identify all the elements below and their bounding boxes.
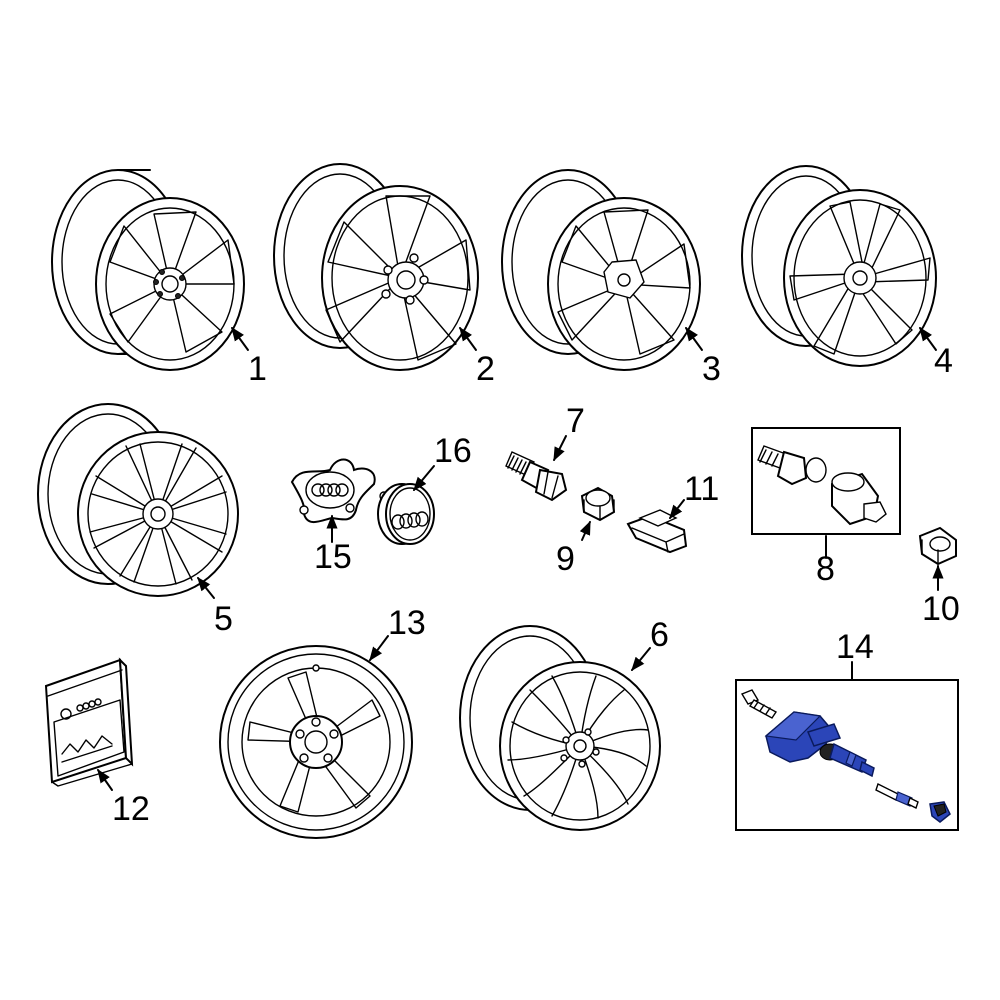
wheel-part-1[interactable] bbox=[51, 169, 245, 371]
callout-13: 13 bbox=[388, 604, 426, 642]
callout-14: 14 bbox=[836, 628, 874, 666]
callout-10: 10 bbox=[922, 590, 960, 628]
touch-up-kit-part-12[interactable] bbox=[44, 657, 134, 787]
part-14-box bbox=[735, 679, 959, 831]
wheel-part-2[interactable] bbox=[273, 163, 479, 371]
callout-3: 3 bbox=[702, 350, 721, 388]
callout-2: 2 bbox=[476, 350, 495, 388]
tpms-sensor-part-14[interactable] bbox=[740, 689, 951, 823]
callout-9: 9 bbox=[556, 540, 575, 578]
locking-bolt-set-part-8[interactable] bbox=[757, 445, 887, 526]
removal-tool-part-11[interactable] bbox=[626, 509, 688, 554]
lug-cap-part-9[interactable] bbox=[580, 486, 616, 522]
lug-nut-part-10[interactable] bbox=[918, 526, 957, 566]
wheel-part-6[interactable] bbox=[459, 625, 661, 831]
callout-16: 16 bbox=[434, 432, 472, 470]
callout-7: 7 bbox=[566, 402, 585, 440]
center-cap-part-15[interactable] bbox=[290, 458, 389, 523]
hub-cap-part-16[interactable] bbox=[377, 483, 435, 545]
callout-6: 6 bbox=[650, 616, 669, 654]
callout-8: 8 bbox=[816, 550, 835, 588]
callout-15: 15 bbox=[314, 538, 352, 576]
callout-4: 4 bbox=[934, 342, 953, 380]
callout-11: 11 bbox=[684, 470, 719, 508]
callout-12: 12 bbox=[112, 790, 150, 828]
part-8-box bbox=[751, 427, 901, 535]
callout-5: 5 bbox=[214, 600, 233, 638]
wheel-bolt-part-7[interactable] bbox=[505, 451, 568, 502]
wheel-part-4[interactable] bbox=[741, 165, 937, 367]
wheel-part-3[interactable] bbox=[501, 169, 701, 371]
wheel-part-5[interactable] bbox=[37, 403, 239, 597]
callout-1: 1 bbox=[248, 350, 267, 388]
spare-wheel-part-13[interactable] bbox=[219, 645, 413, 839]
